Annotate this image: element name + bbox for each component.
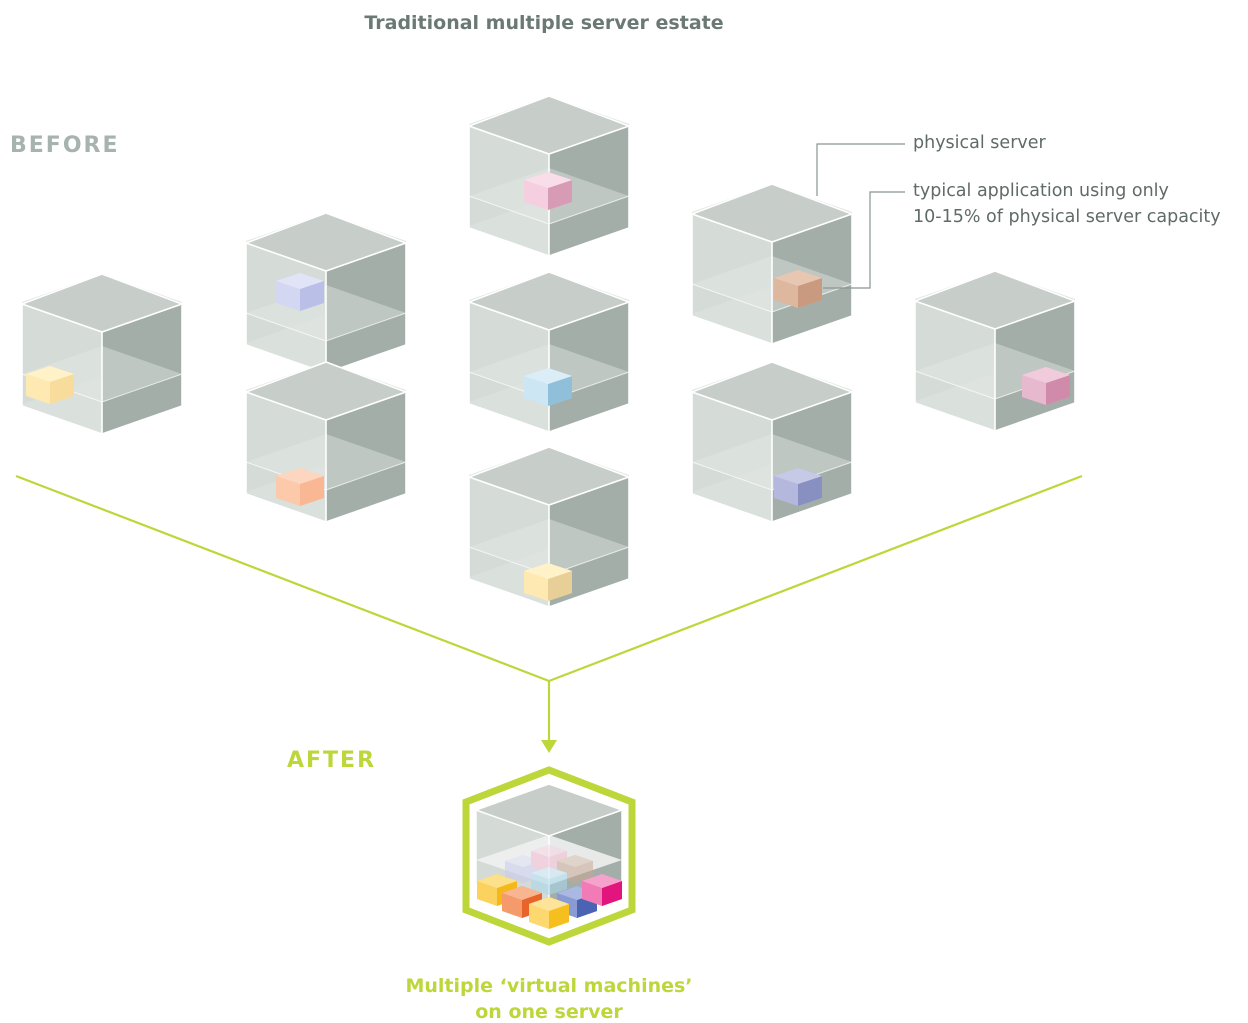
virtual-host bbox=[462, 766, 636, 946]
app-cube-yellow bbox=[26, 366, 74, 404]
callout-application-line2: 10-15% of physical server capacity bbox=[913, 207, 1221, 227]
server-1 bbox=[21, 273, 183, 435]
app-cube-sky bbox=[524, 368, 572, 406]
server-5 bbox=[468, 271, 630, 433]
vm-cube-magenta bbox=[582, 874, 622, 906]
funnel-arrow-head bbox=[541, 740, 557, 753]
before-label: BEFORE bbox=[10, 133, 120, 158]
app-cube-peach bbox=[276, 468, 324, 506]
after-caption-line1: Multiple ‘virtual machines’ bbox=[405, 975, 693, 997]
server-6 bbox=[468, 446, 630, 608]
server-2 bbox=[245, 212, 407, 374]
app-cube-rose bbox=[1022, 367, 1070, 405]
server-7 bbox=[691, 183, 853, 345]
vm-cube-gold bbox=[529, 897, 569, 929]
server-9 bbox=[914, 270, 1076, 432]
server-4 bbox=[468, 95, 630, 257]
diagram-title: Traditional multiple server estate bbox=[364, 12, 724, 34]
server-8 bbox=[691, 361, 853, 523]
server-3 bbox=[245, 361, 407, 523]
after-caption-line2: on one server bbox=[475, 1001, 623, 1023]
after-label: AFTER bbox=[287, 748, 377, 773]
callout-application-line1: typical application using only bbox=[913, 181, 1169, 201]
callout-line-app bbox=[823, 191, 905, 289]
app-cube-tan bbox=[774, 270, 822, 308]
app-cube-indigo bbox=[774, 468, 822, 506]
app-cube-lavender bbox=[276, 273, 324, 311]
app-cube-pink bbox=[524, 172, 572, 210]
callout-physical-server: physical server bbox=[913, 133, 1046, 153]
callout-line-server bbox=[816, 143, 905, 196]
app-cube-yellow-2 bbox=[524, 563, 572, 601]
